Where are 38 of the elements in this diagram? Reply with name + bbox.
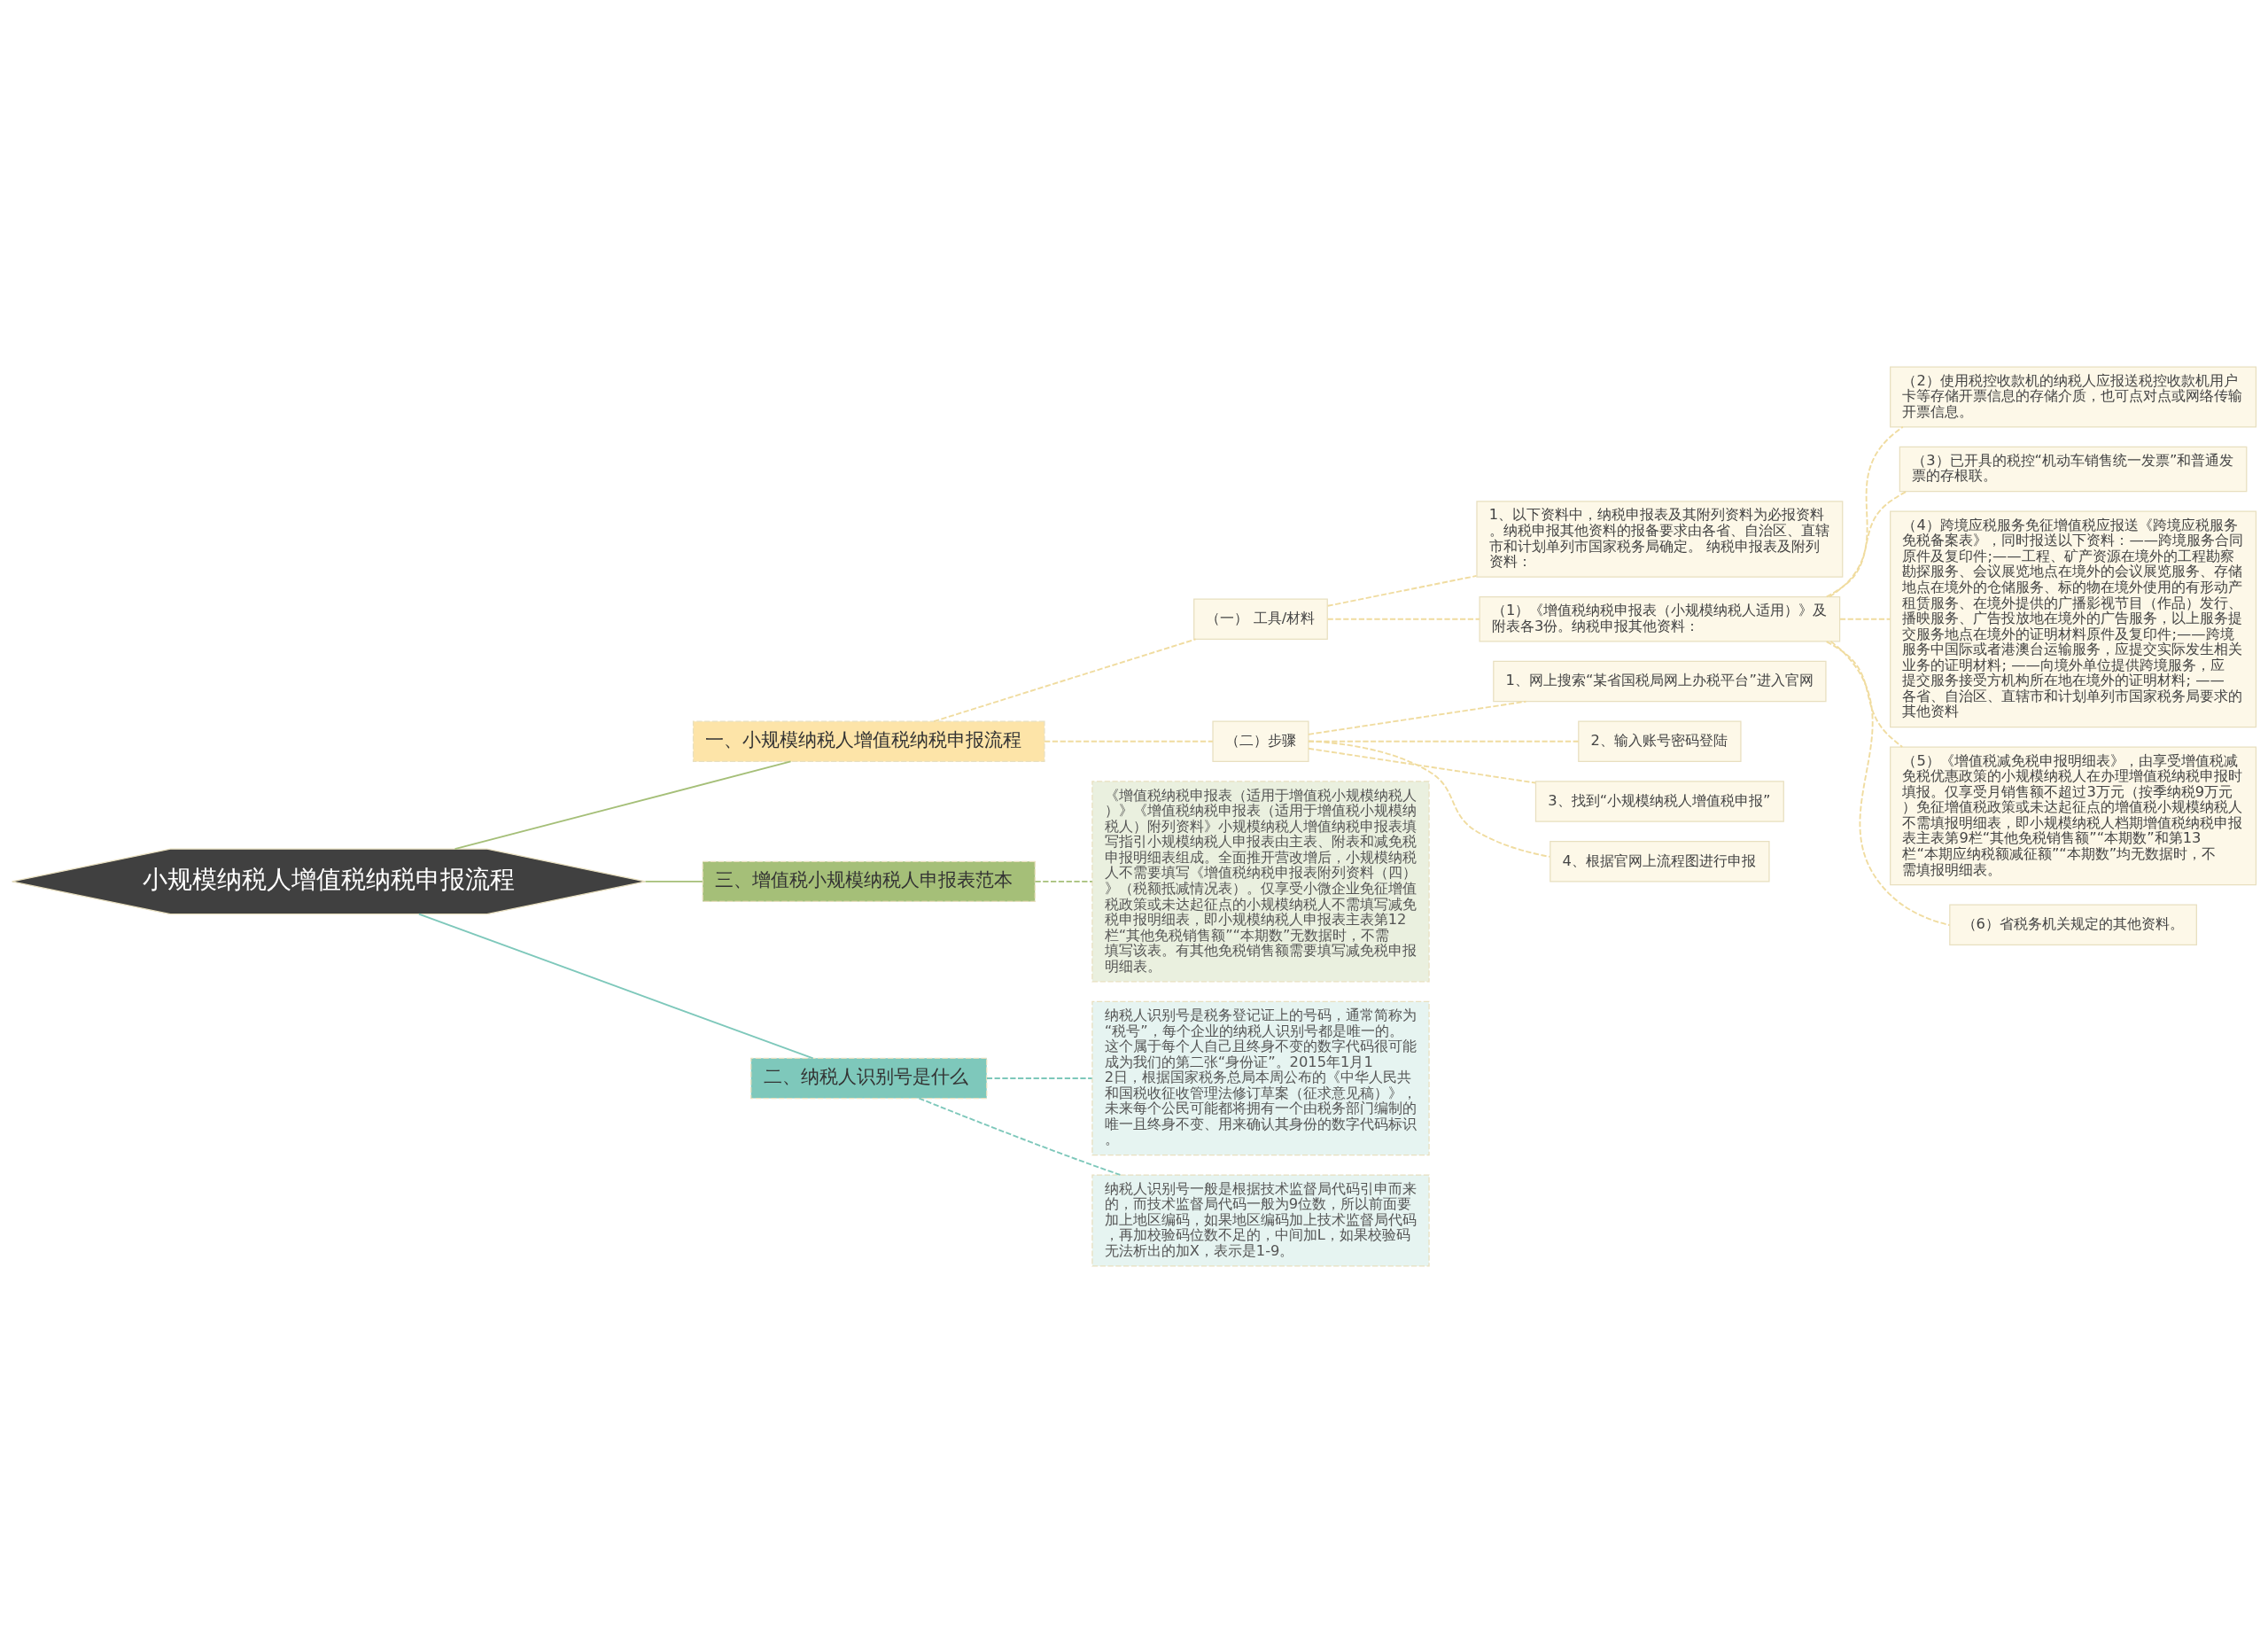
connector: [1326, 575, 1478, 607]
node-box: （一） 工具/材料: [1193, 598, 1328, 640]
node-box: 1、网上搜索“某省国税局网上办税平台”进入官网: [1493, 660, 1827, 703]
connector: [1308, 747, 1536, 784]
node-box: （6）省税务机关规定的其他资料。: [1949, 904, 2197, 946]
connector: [1838, 618, 1891, 620]
node-box: （3）已开具的税控“机动车销售统一发票”和普通发票的存根联。: [1899, 446, 2248, 493]
connector: [417, 913, 814, 1060]
connector: [1825, 490, 1907, 598]
node-box: （4）跨境应税服务免征增值税应报送《跨境应税服务免税备案表》，同时报送以下资料：——跨境服务合同原件及复印件;——工程、矿产资源在境外的工程勘察勘探服务、会议展览地点在境外的会议展览服务、存储地点在境外的仓储服务、标的物在境外使用的有形动产租赁服务、在境外提供的广播影视节目（作品）发行、播映服务、广告投放地在境外的广告服务，以上服务提交服务地点在境外的证明材料原件及复印件;——跨境服务中国际或者港澳台运输服务，应提交实际发生相关业务的证明材料; ——向境外单位提供跨境服务，应提交服务接受方机构所在地在境外的证明材料; ——各省、自治区、直辖市和计划单列市国家税务局要求的其他资料: [1890, 510, 2257, 728]
connector: [1326, 618, 1480, 620]
connector: [454, 760, 792, 851]
node-box: 一、小规模纳税人增值税纳税申报流程: [692, 720, 1045, 763]
connector: [1308, 740, 1580, 743]
node-box: 3、找到“小规模纳税人增值税申报”: [1534, 781, 1784, 822]
connector: [1044, 740, 1214, 743]
connector: [1308, 740, 1551, 858]
node-box: 《增值税纳税申报表（适用于增值税小规模纳税人）》《增值税纳税申报表（适用于增值税小规模纳税人）附列资料》小规模纳税人增值纳税申报表填写指引小规模纳税人申报表由主表、附表和减免税申报明细表组成。全面推开营改增后，小规模纳税人不需要填写《增值税纳税申报表附列资料（四）》（税额抵减情况表）。仅享受小微企业免征增值税政策或未达起征点的小规模纳税人不需填写减免税申报明细表，即小规模纳税人申报表主表第12栏“其他免税销售额”“本期数”无数据时，不需填写该表。有其他免税销售额需要填写减免税申报明细表。: [1091, 781, 1430, 983]
connector: [1308, 700, 1527, 735]
node-box: 纳税人识别号是税务登记证上的号码，通常简称为“税号”，每个企业的纳税人识别号都是唯一的。这个属于每个人自己且终身不变的数字代码很可能成为我们的第二张“身份证”。2015年1月12日，根据国家税务总局本周公布的《中华人民共和国税收征收管理法修订草案（征求意见稿）》，未来每个公民可能都将拥有一个由税务部门编制的唯一且终身不变、用来确认其身份的数字代码标识。: [1091, 1000, 1430, 1156]
connector: [918, 1097, 1122, 1176]
node-box: 2、输入账号密码登陆: [1578, 720, 1742, 763]
connector: [933, 638, 1197, 723]
node-box: （1）《增值税纳税申报表（小规模纳税人适用）》及附表各3份。纳税申报其他资料：: [1479, 596, 1841, 642]
node-box: （二）步骤: [1212, 720, 1309, 763]
node-box: 4、根据官网上流程图进行申报: [1550, 841, 1770, 883]
node-box: （5）《增值税减免税申报明细表》，由享受增值税减免税优惠政策的小规模纳税人在办理增值税纳税申报时填报。仅享受月销售额不超过3万元（按季纳税9万元）免征增值税政策或未达起征点的增值税小规模纳税人不需填报明细表，即小规模纳税人档期增值税纳税申报表主表第9栏“其他免税销售额”“本期数”和第13栏“本期应纳税额减征额”“本期数”均无数据时，不需填报明细表。: [1890, 746, 2257, 886]
connector: [1034, 880, 1093, 883]
connector: [986, 1077, 1093, 1079]
connector: [1825, 641, 1904, 748]
connector: [1829, 425, 1904, 598]
node-box: 1、以下资料中，纳税申报表及其附列资料为必报资料。纳税申报其他资料的报备要求由各省、自治区、直辖市和计划单列市国家税务局确定。 纳税申报表及附列资料：: [1476, 501, 1844, 578]
node-box: 三、增值税小规模纳税人申报表范本: [702, 860, 1036, 903]
connector: [644, 880, 703, 883]
connector: [1829, 641, 1951, 927]
node-box: 二、纳税人识别号是什么: [750, 1057, 988, 1100]
node-box: （2）使用税控收款机的纳税人应报送税控收款机用户卡等存储开票信息的存储介质，也可点对点或网络传输开票信息。: [1890, 366, 2257, 428]
node-box: 纳税人识别号一般是根据技术监督局代码引申而来的，而技术监督局代码一般为9位数，所以前面要加上地区编码，如果地区编码加上技术监督局代码，再加校验码位数不足的，中间加L，如果校验码无法析出的加X，表示是1-9。: [1091, 1174, 1430, 1267]
